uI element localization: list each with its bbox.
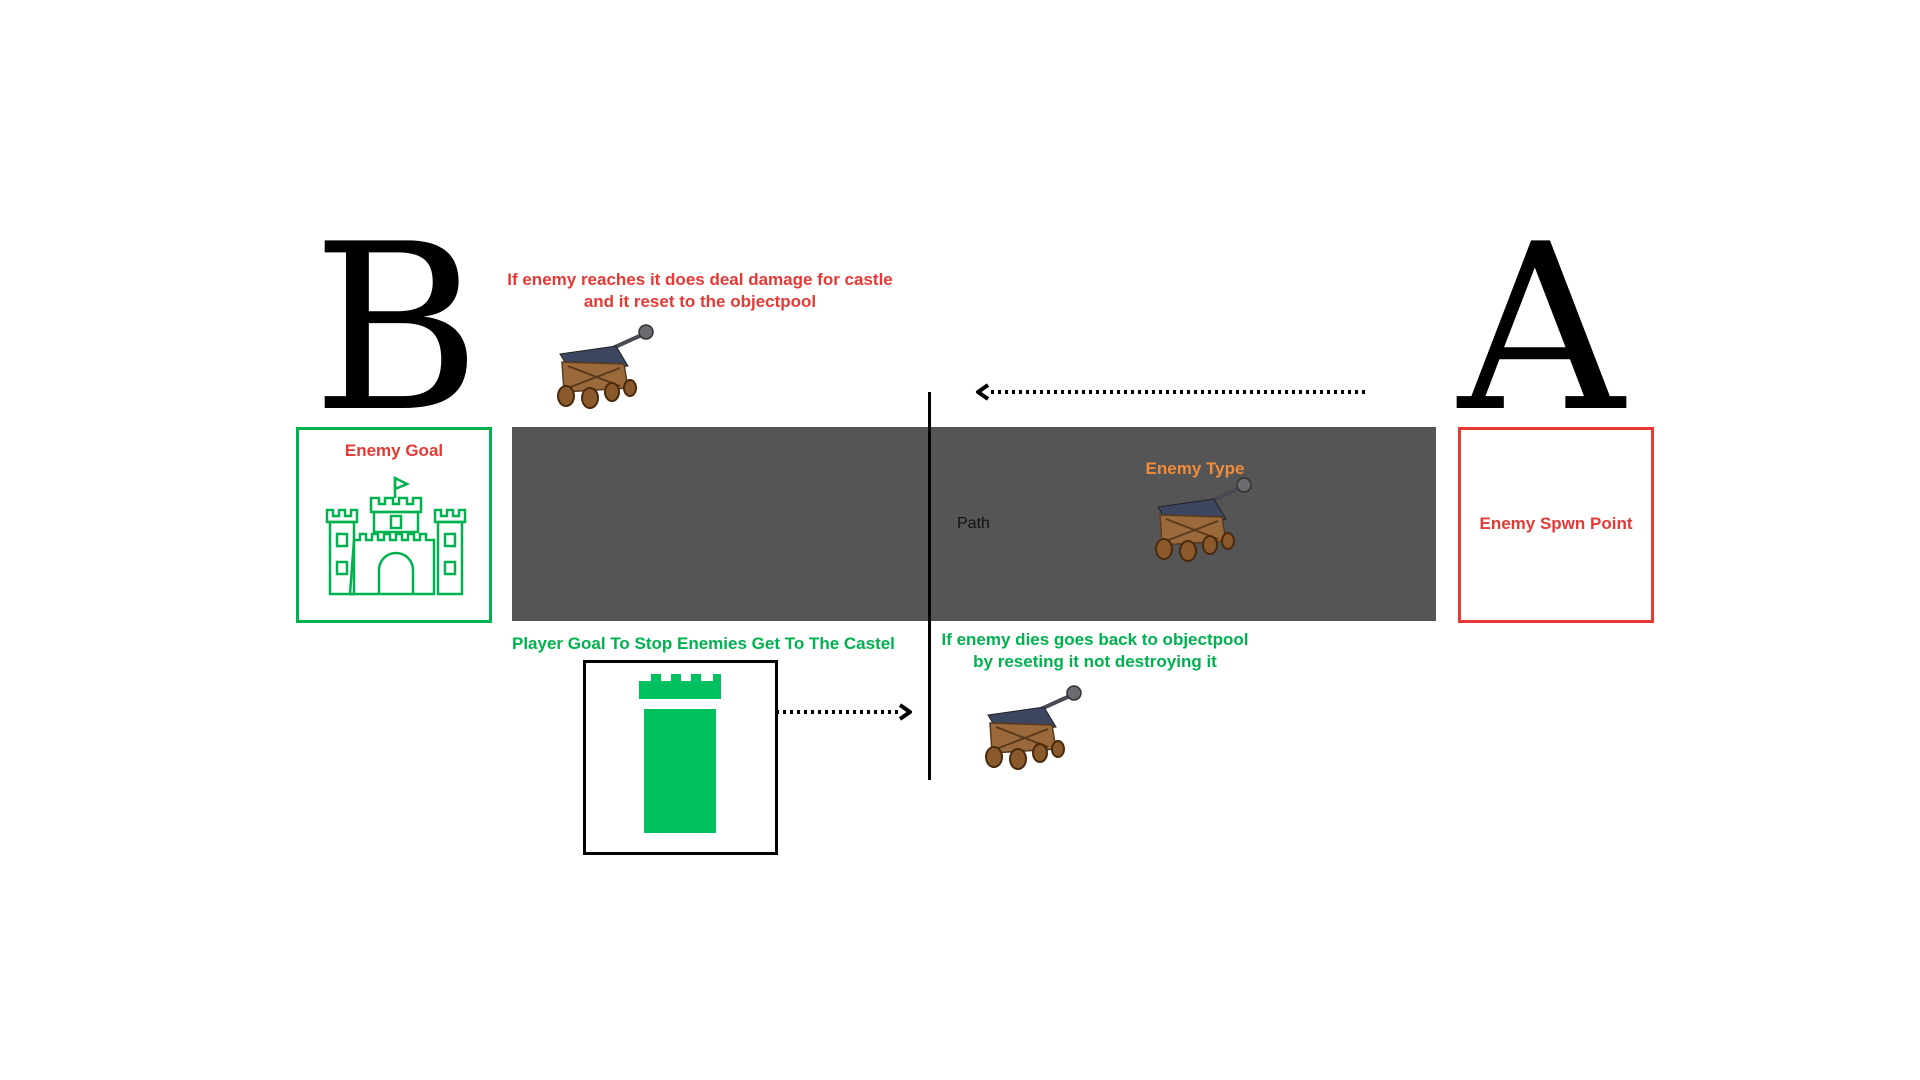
catapult-icon (510, 323, 704, 422)
point-b-letter: B (312, 196, 482, 463)
enemy-reaches-note: If enemy reaches it does deal damage for… (480, 269, 920, 313)
enemy-reaches-note-line2: and it reset to the objectpool (583, 292, 817, 311)
enemy-type-label: Enemy Type (1145, 459, 1245, 478)
enemy-spawn-box: Enemy Spwn Point (1458, 427, 1654, 623)
path-lane (512, 427, 1436, 621)
enemy-reaches-note-line1: If enemy reaches it does deal damage for… (507, 270, 893, 289)
castle-icon (325, 475, 467, 596)
catapult-icon (1108, 476, 1302, 575)
enemy-spawn-title: Enemy Spwn Point (1479, 514, 1633, 533)
kill-line (928, 392, 931, 780)
player-goal-label: Player Goal To Stop Enemies Get To The C… (512, 634, 895, 653)
enemy-dies-note-line1: If enemy dies goes back to objectpool (941, 630, 1249, 649)
tower-icon (639, 674, 721, 833)
point-a-letter: A (1458, 196, 1625, 463)
enemy-goal-box: Enemy Goal (296, 427, 492, 623)
path-label: Path (957, 515, 990, 532)
enemy-direction-arrow (976, 383, 1365, 401)
enemy-goal-title: Enemy Goal (344, 441, 444, 460)
enemy-dies-note: If enemy dies goes back to objectpool by… (930, 629, 1260, 673)
player-tower-box (583, 660, 778, 855)
catapult-icon (938, 684, 1132, 783)
tower-attack-arrow (776, 703, 912, 721)
enemy-dies-note-line2: by reseting it not destroying it (973, 652, 1217, 671)
